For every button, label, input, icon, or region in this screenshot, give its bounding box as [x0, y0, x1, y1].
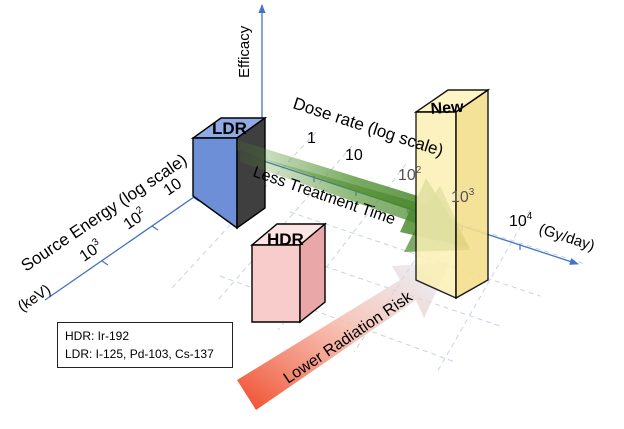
source-legend: HDR: Ir-192 LDR: I-125, Pd-103, Cs-137 — [57, 322, 233, 368]
ldr-label: LDR — [212, 119, 247, 138]
new-box — [413, 88, 491, 300]
dose-tick-4: 103 — [451, 187, 475, 206]
source-energy-unit: (keV) — [15, 281, 54, 315]
legend-ldr-line: LDR: I-125, Pd-103, Cs-137 — [65, 347, 214, 361]
dose-tick-5: 104 — [509, 211, 533, 230]
hdr-box — [250, 222, 327, 324]
efficacy-label: Efficacy — [236, 25, 253, 78]
less-treatment-time-arrow — [237, 140, 470, 252]
dose-tick-1: 1 — [307, 130, 316, 147]
hdr-label: HDR — [267, 230, 304, 249]
lower-radiation-risk-arrow — [237, 262, 450, 410]
dose-tick-3: 102 — [398, 165, 422, 184]
legend-hdr-line: HDR: Ir-192 — [65, 329, 130, 343]
new-label: New — [430, 99, 465, 118]
ldr-box — [190, 116, 268, 230]
dose-rate-unit: (Gy/day) — [537, 221, 597, 255]
dose-tick-2: 10 — [345, 147, 363, 164]
dose-rate-tick-labels: 1 10 102 103 104 — [307, 130, 533, 230]
source-energy-label: Source Energy (log scale) — [18, 150, 191, 275]
